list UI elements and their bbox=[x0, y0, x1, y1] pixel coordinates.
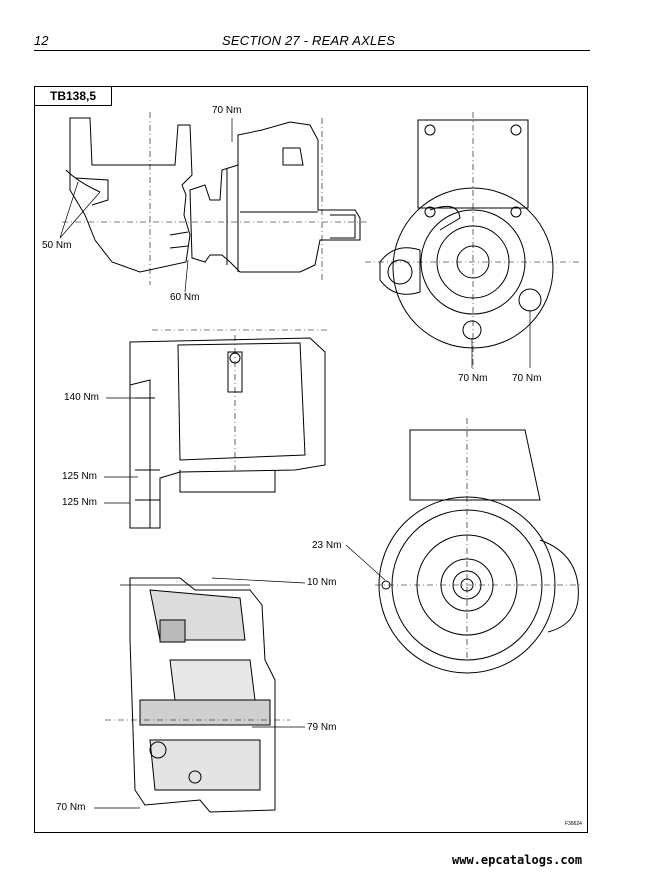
torque-label-140nm: 140 Nm bbox=[64, 392, 100, 403]
section-title: SECTION 27 - REAR AXLES bbox=[222, 33, 396, 48]
figure-tag: TB138,5 bbox=[34, 86, 112, 106]
torque-label-125nm-a: 125 Nm bbox=[62, 471, 98, 482]
top-side-view bbox=[59, 112, 370, 293]
torque-label-70nm-top: 70 Nm bbox=[212, 105, 242, 116]
figure-frame bbox=[34, 86, 588, 833]
torque-label-79nm: 79 Nm bbox=[307, 722, 337, 733]
torque-label-70nm-right-b: 70 Nm bbox=[512, 373, 542, 384]
figure-code: F38624 bbox=[565, 821, 582, 827]
torque-label-70nm-right-a: 70 Nm bbox=[458, 373, 488, 384]
page-number: 12 bbox=[34, 33, 49, 48]
middle-side-view bbox=[104, 329, 330, 529]
bottom-section-view bbox=[94, 577, 306, 813]
torque-label-60nm: 60 Nm bbox=[170, 292, 200, 303]
torque-label-125nm-b: 125 Nm bbox=[62, 497, 98, 508]
middle-front-view bbox=[345, 418, 580, 674]
header-rule bbox=[34, 50, 590, 51]
top-end-view bbox=[365, 112, 580, 370]
footer-url[interactable]: www.epcatalogs.com bbox=[452, 853, 583, 867]
torque-label-10nm: 10 Nm bbox=[307, 577, 337, 588]
torque-label-70nm-bottom: 70 Nm bbox=[56, 802, 86, 813]
torque-label-23nm: 23 Nm bbox=[312, 540, 342, 551]
torque-label-50nm: 50 Nm bbox=[42, 240, 72, 251]
